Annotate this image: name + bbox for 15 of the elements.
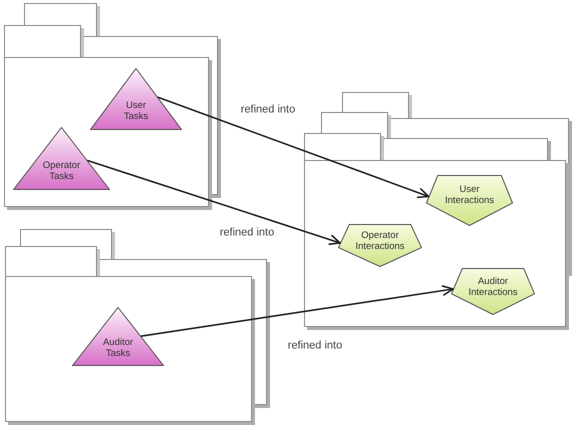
task-triangle <box>13 127 110 190</box>
task-triangle <box>90 68 182 130</box>
node-label: User Tasks <box>124 100 148 122</box>
node-label: Auditor Interactions <box>468 276 518 298</box>
interaction-pentagon <box>451 268 535 315</box>
node-label: Operator Tasks <box>42 160 80 182</box>
arrow <box>140 285 454 337</box>
arrow <box>86 160 341 245</box>
node-label: Auditor Tasks <box>102 337 134 360</box>
task-triangle <box>72 307 164 366</box>
interaction-pentagon <box>426 175 513 226</box>
node-label: Operator Interactions <box>355 230 405 252</box>
node-label: User Interactions <box>444 184 494 206</box>
interaction-pentagon <box>338 224 422 267</box>
arrow <box>157 96 430 198</box>
